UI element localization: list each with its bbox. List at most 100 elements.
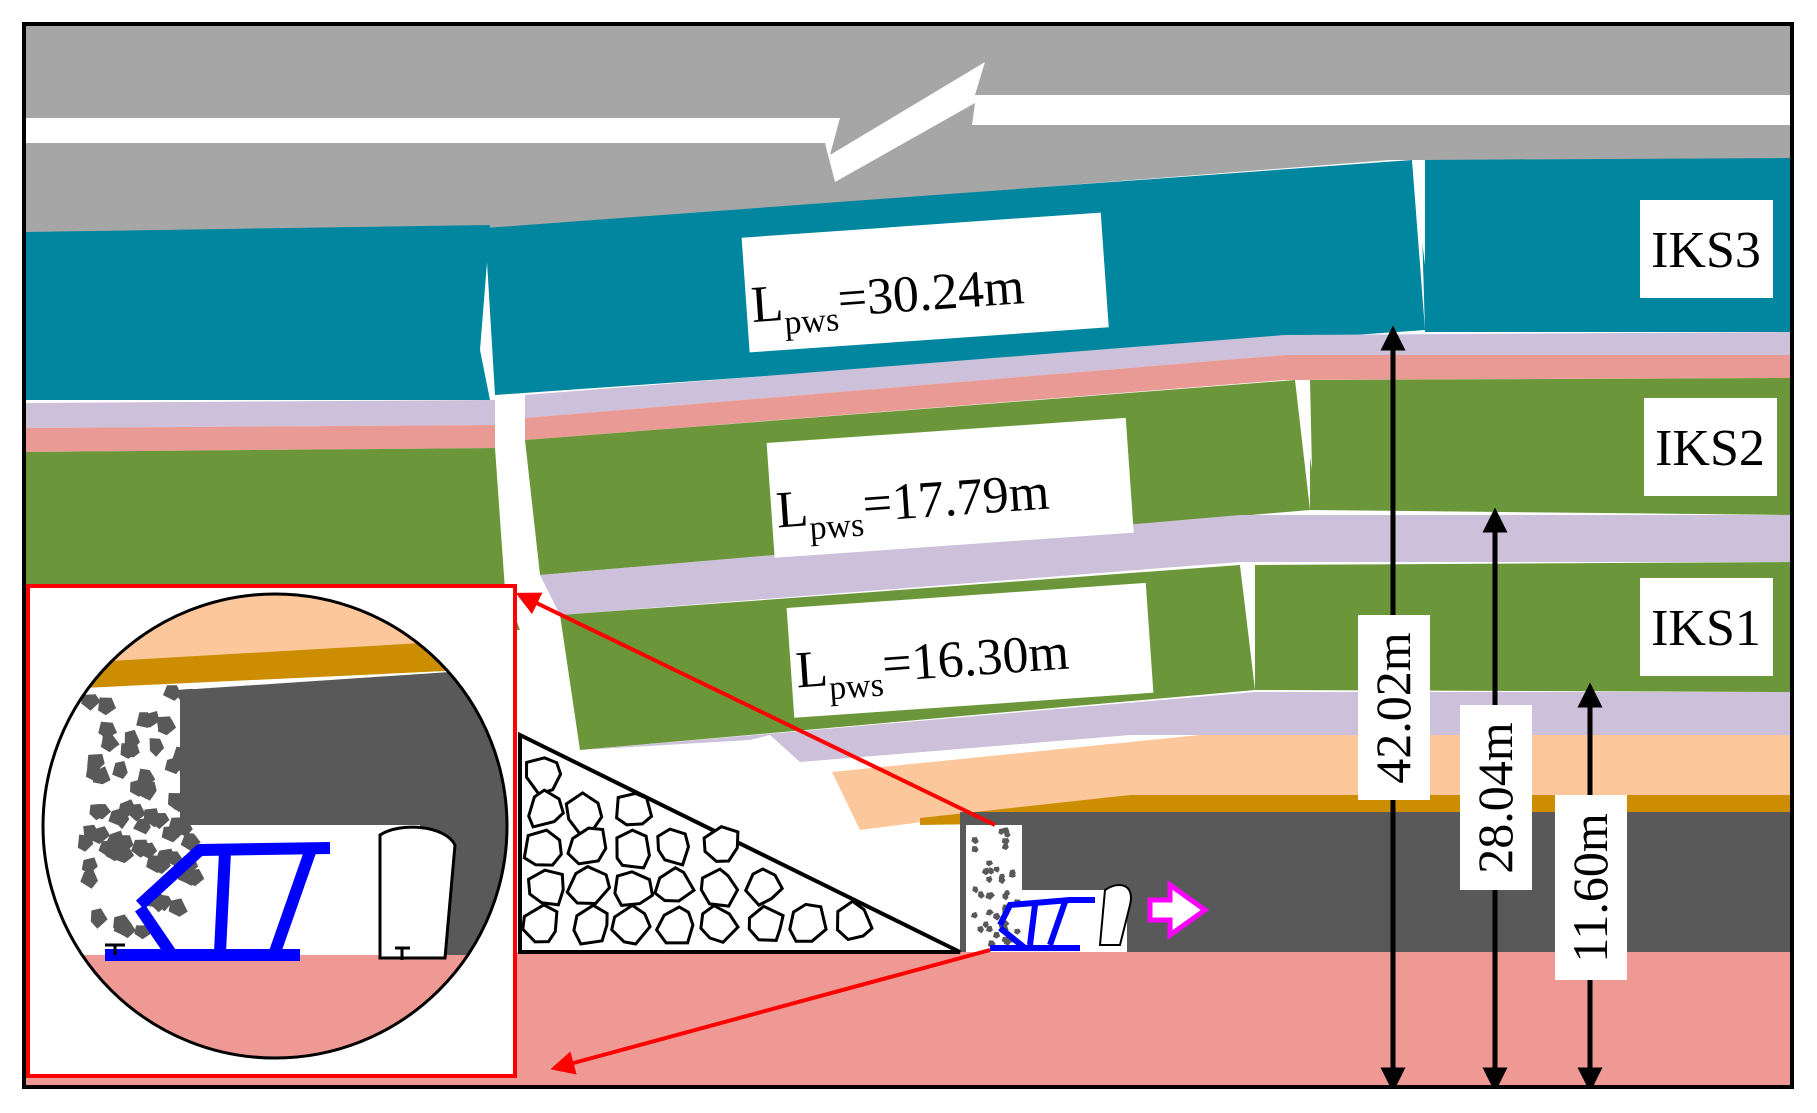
caved-rock [527,788,566,829]
caved-rock [522,828,563,867]
iks2-label: IKS2 [1655,420,1765,477]
caved-rock [613,870,655,907]
coal-chip [987,940,996,948]
iks1-label: IKS1 [1651,600,1761,657]
iks2-break-length: Lpws=17.79m [766,417,1134,558]
caved-rock [572,903,609,946]
height-label-iks1: 11.60m [1562,813,1618,963]
lavender-layer-upper-right [525,332,1792,418]
caved-rock [615,791,654,827]
caved-rock [566,826,608,866]
inset-coal-chip [91,826,111,844]
inset-coal-chip [113,916,133,935]
inset-coal-chip [149,738,165,757]
coal-chip [985,892,994,900]
height-label-iks3: 42.02m [1365,632,1421,784]
inset-coal-chip [80,868,98,889]
caved-rock [835,899,874,942]
coal-chip [977,891,985,899]
iks3-length-value: =30.24m [836,258,1026,328]
caved-goaf [518,731,961,954]
caved-rock [524,756,563,796]
caved-rock [699,867,740,908]
coal-chip [993,866,1000,873]
inset-coal-chip [116,835,134,852]
svg-text:Lpws=30.24m: Lpws=30.24m [749,258,1026,344]
caved-rock [521,903,559,944]
iks3-label: IKS3 [1651,222,1761,279]
coal-chip [972,886,979,894]
working-face [966,825,1132,952]
inset-coal-chip [140,781,157,801]
height-dimension-iks2: 28.04m [1460,507,1532,1087]
inset-coal-chip [98,721,117,739]
inset-coal-chip [81,857,98,874]
iks3-break-length: Lpws=30.24m [741,212,1109,353]
inset-coal-chip [114,809,130,830]
iks3-label-box: IKS3 [1640,200,1773,298]
inset-coal-chip [98,697,116,716]
inset-coal-chip [163,685,182,701]
inset-coal-chip [101,734,120,751]
coal-chip [1014,928,1021,935]
inset-coal-chip [114,846,135,864]
coal-chip [970,911,978,919]
svg-text:Lpws=17.79m: Lpws=17.79m [774,464,1051,550]
coal-chip [986,925,993,933]
coal-chip [1009,869,1016,877]
inset-coal-chip [156,716,175,734]
callout-line-bottom [550,948,991,1075]
salmon-layer-upper-right [525,355,1792,440]
inset-coal-chip [141,842,158,859]
mini-support-icon [990,897,1095,951]
height-label-iks2: 28.04m [1467,722,1523,874]
coal-chip [986,876,993,884]
coal-chip [998,877,1006,885]
coal-chip [971,846,979,853]
inset-coal-chip [98,840,116,858]
caved-rock [526,868,565,907]
inset-coal-chip [123,741,140,758]
coal-chip [1003,938,1011,946]
inset-coal-chip [155,894,173,912]
caved-rock [610,903,652,946]
inset-coal-chip [81,694,101,711]
caved-rock [788,902,828,943]
hydraulic-support-icon [105,842,331,961]
height-dimension-iks3: 42.02m [1358,325,1430,1087]
inset-coal-chip [142,711,160,728]
support-zoom-inset [26,584,517,1078]
caved-rock [743,867,785,907]
caved-rock [702,825,740,863]
inset-coal-chip [85,765,104,782]
iks1-label-box: IKS1 [1640,578,1773,676]
coal-chip [1001,843,1009,851]
peach-layer [832,735,1792,830]
callout-line-top [515,592,996,827]
iks3-length-subscript: pws [783,301,840,342]
coal-chip [981,867,990,876]
iks2-length-symbol: L [774,480,810,539]
overburden-layer [24,24,1792,232]
coal-chip [1001,827,1010,835]
coal-chip [993,932,1001,939]
height-dimension-iks1: 11.60m [1555,682,1627,1087]
coal-chip [993,912,1001,921]
inset-coal-chip [176,818,193,837]
iks1-break-length: Lpws=16.30m [786,582,1154,718]
inset-coal-chip [92,804,111,820]
inset-coal-chip [168,898,188,917]
inset-coal-chip [178,688,195,705]
salmon-layer-upper [24,425,495,452]
coal-chip [985,909,994,916]
caved-rock [653,866,696,903]
coal-chip [988,867,995,875]
iks1-length-value: =16.30m [880,624,1070,694]
svg-text:Lpws=16.30m: Lpws=16.30m [794,624,1071,710]
iks2-label-box: IKS2 [1644,398,1777,496]
inset-coal-chip [149,813,170,830]
inset-coal-chip [167,793,186,811]
inset-coal-chip [112,761,128,779]
coal-chip [971,837,979,845]
